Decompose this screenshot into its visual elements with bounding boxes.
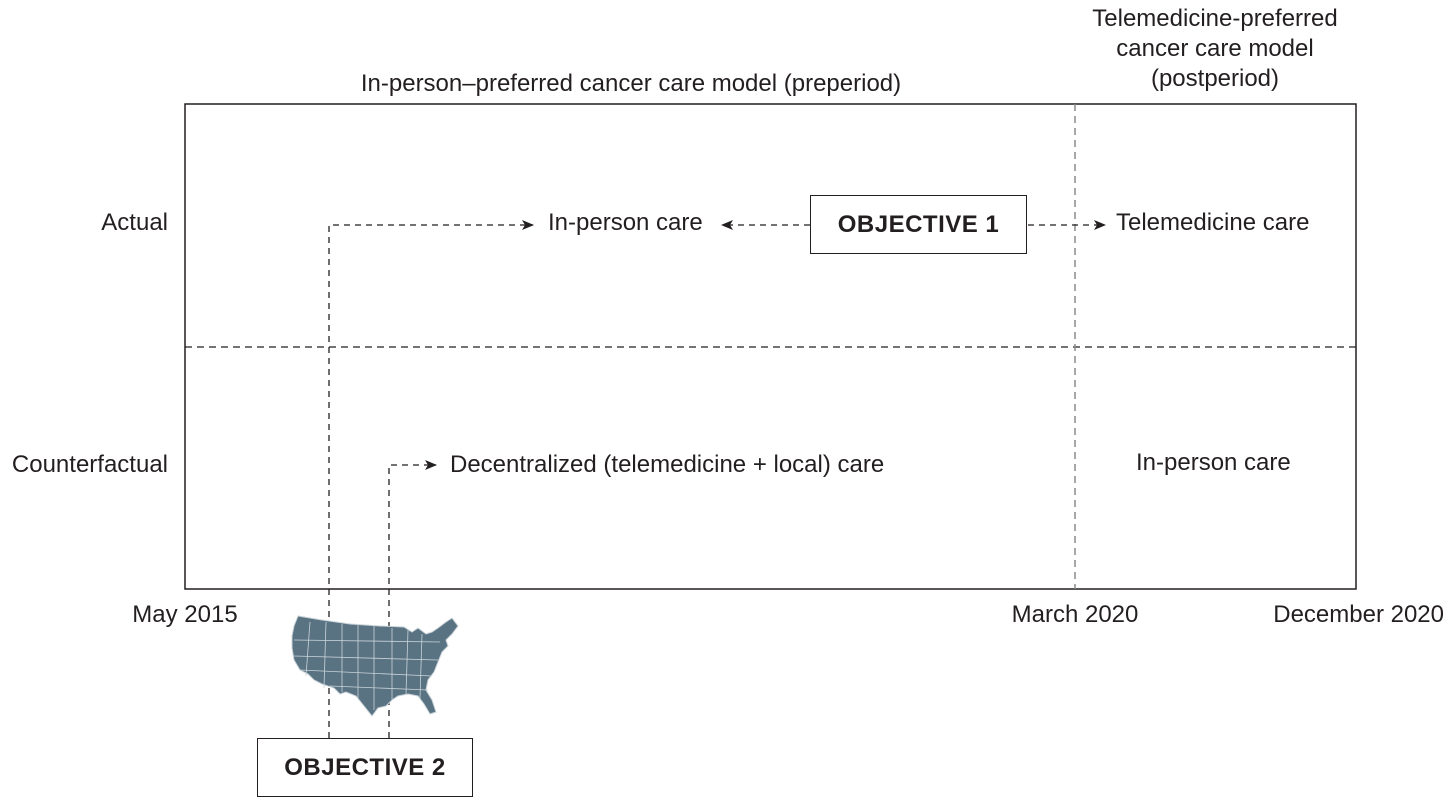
objective2-to-actual-arrow [328,220,534,738]
preperiod-header: In-person–preferred cancer care model (p… [360,70,902,97]
actual-preperiod-care: In-person care [548,209,703,236]
timeline-end-label: December 2020 [1273,601,1444,628]
us-map-icon [291,615,459,717]
row-label-counterfactual: Counterfactual [11,451,168,478]
counterfactual-preperiod-care: Decentralized (telemedicine + local) car… [450,451,885,478]
objective1-box: OBJECTIVE 1 [810,195,1027,254]
timeline-start-label: May 2015 [132,601,238,628]
postperiod-header-line2: cancer care model [1116,35,1314,62]
timeline-frame [184,103,1357,590]
postperiod-header-line3: (postperiod) [1150,65,1280,92]
actual-postperiod-care: Telemedicine care [1116,209,1310,236]
postperiod-header: Telemedicine-preferred cancer care model… [1092,4,1337,94]
counterfactual-postperiod-care: In-person care [1136,449,1291,476]
timeline-middle-label: March 2020 [1011,601,1139,628]
objective2-box: OBJECTIVE 2 [257,738,473,797]
row-label-actual: Actual [101,209,168,236]
postperiod-header-line1: Telemedicine-preferred [1092,5,1338,32]
